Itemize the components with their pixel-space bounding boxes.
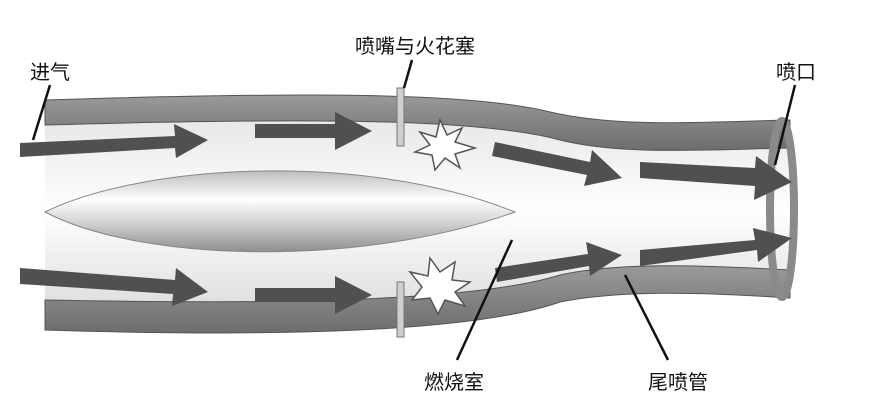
arrow-icon (640, 228, 792, 266)
label-combustion-chamber: 燃烧室 (424, 370, 484, 394)
label-tail-nozzle: 尾喷管 (648, 370, 708, 394)
central-spike (43, 170, 517, 253)
injector-top (396, 87, 405, 147)
arrow-icon (492, 142, 622, 186)
arrow-icon (255, 112, 372, 150)
arrow-icon (20, 124, 208, 158)
arrow-icon (255, 276, 372, 314)
label-nozzle-exit: 喷口 (776, 60, 816, 84)
label-injector-spark: 喷嘴与火花塞 (355, 34, 475, 58)
injector-bottom (396, 281, 405, 338)
spark-icon-top (412, 117, 478, 172)
exit-rim (766, 117, 798, 301)
spark-icon-bottom (408, 255, 473, 316)
arrow-icon (495, 242, 622, 282)
airflow-arrows (20, 112, 792, 314)
label-intake: 进气 (30, 60, 70, 84)
arrow-icon (640, 156, 792, 200)
leader-lines (31, 59, 797, 361)
arrow-icon (20, 268, 208, 306)
